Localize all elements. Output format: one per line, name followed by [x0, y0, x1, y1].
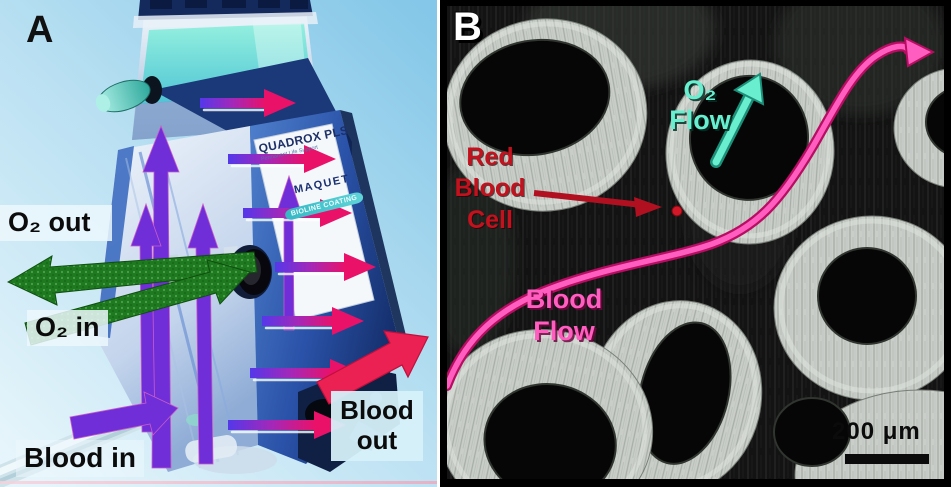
oxygenated-flow-arrows: [200, 89, 376, 439]
blood-in-arrow: [69, 391, 179, 440]
device-coating-badge: BIOLINE COATING: [283, 190, 365, 222]
oxygenated-flow-arrow: [275, 253, 376, 281]
o2-out-arrow: [6, 251, 258, 306]
scale-bar-label: 200 μm: [832, 418, 921, 445]
teal-port: [95, 76, 162, 113]
blood-out-label: Blood out: [331, 391, 423, 461]
hollow-fiber: [893, 68, 944, 188]
blood-flow-label: Blood Flow: [512, 283, 616, 348]
rbc-line1: Red: [466, 143, 514, 171]
oxygenator-photo: [0, 0, 437, 487]
hollow-fiber: [665, 59, 835, 245]
o2-flow-label: O₂ Flow: [652, 75, 748, 135]
rbc-line3: Cell: [467, 205, 513, 234]
red-blood-cell-label: Red Blood Cell: [440, 142, 540, 236]
fiber-lumen: [637, 321, 732, 465]
o2-flow-line2: Flow: [669, 104, 731, 135]
rbc-line2: Blood: [454, 174, 526, 203]
panel-a-label: A: [26, 9, 54, 51]
fiber-lumen: [459, 38, 611, 157]
hollow-fiber: [447, 18, 648, 212]
blood-out-line2: out: [356, 424, 398, 455]
deoxygenated-flow-arrow: [187, 202, 219, 465]
sem-micrograph: [440, 0, 951, 487]
oxygenated-flow-arrow: [228, 411, 346, 439]
deoxygenated-flow-arrow: [130, 202, 162, 433]
oxygenated-flow-arrow: [200, 89, 296, 117]
oxygenated-flow-arrow: [262, 307, 364, 335]
fiber-lumen: [817, 247, 917, 345]
blood-flow-arrowhead: [903, 36, 936, 68]
panel-b-label: B: [453, 5, 482, 49]
panel-a: A O₂ out O₂ in Blood in Blood out QUADRO…: [0, 0, 437, 487]
hollow-fiber: [773, 215, 944, 401]
scale-bar: [845, 454, 929, 464]
blood-flow-line2: Flow: [533, 316, 595, 347]
blood-flow-curve: [447, 36, 936, 391]
red-blood-cell-dot: [671, 205, 683, 217]
hollow-fiber: [447, 329, 654, 479]
o2-flow-arrow: [710, 72, 765, 168]
o2-out-label: O₂ out: [0, 205, 112, 241]
o2-in-label: O₂ in: [27, 310, 108, 346]
blood-out-line1: Blood: [340, 395, 414, 425]
device-brand: MAQUET: [292, 172, 351, 197]
blood-flow-line1: Blood: [525, 284, 603, 314]
oxygenated-flow-arrow: [228, 145, 336, 173]
fiber-lumen: [688, 74, 809, 201]
scan-artifact-line: [0, 481, 437, 484]
hollow-fibers: [447, 18, 944, 479]
panel-b: B O₂ Flow Red Blood Cell Blood Flow 200 …: [440, 0, 951, 487]
fiber-lumen: [925, 90, 944, 154]
o2-flow-line1: O₂: [683, 75, 717, 105]
red-blood-cell-arrow: [533, 190, 662, 217]
blood-in-label: Blood in: [16, 440, 144, 477]
fiber-lumen: [483, 383, 617, 479]
fiber-lumen: [773, 397, 851, 467]
